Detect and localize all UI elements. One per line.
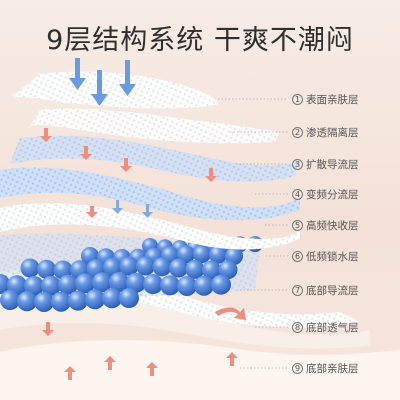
legend-label: 底部导流层 [306,284,359,297]
bead [17,291,37,312]
bead [37,259,56,279]
legend-label: 变频分流层 [306,188,359,201]
bead [193,245,211,264]
bead [24,275,44,296]
bead [211,274,231,295]
bead [20,258,40,278]
legend-number: 2 [292,126,303,138]
bead [75,273,95,294]
bead [136,256,155,276]
legend-number: 3 [292,158,303,170]
bead [68,290,88,311]
page-title: 9层结构系统 干爽不潮闷 [46,25,354,56]
legend-label: 扩散导流层 [306,158,359,171]
bead [119,256,139,276]
bead [202,260,221,280]
leader-lines [218,98,288,369]
bead [103,257,122,277]
pink-arrow-icons [40,128,246,380]
legend-number: 5 [292,219,303,231]
legend-label: 底部透气层 [306,321,359,334]
bead [92,272,112,293]
bead [160,275,180,296]
bead [152,257,172,277]
layer-3-sheet [10,135,300,182]
bead [109,272,129,293]
bead [218,260,238,280]
bead [209,245,227,264]
layer-1-sheet [10,71,220,109]
legend-label: 低频锁水层 [306,250,359,263]
bead [194,275,214,296]
layer-8-sheet [0,297,370,349]
legend-number: 8 [292,321,303,333]
layer-2-sheet [30,108,280,144]
layer-9-sheet [0,340,400,400]
bead [41,275,61,296]
bead [0,274,10,294]
bead [185,259,205,279]
bead [126,272,146,293]
legend-number: 9 [292,362,303,374]
bead [169,258,188,278]
bead [119,288,139,309]
legend-label: 高频快收层 [306,219,359,232]
bead [34,291,54,312]
bead [177,275,197,296]
legend-label: 底部亲肤层 [306,362,359,375]
legend-label: 渗透隔离层 [306,126,359,139]
legend-label: 表面亲肤层 [306,93,359,106]
layer-4-sheet [0,167,300,221]
bead [58,274,78,295]
layer-5-sheet [0,203,300,250]
bead [51,291,71,312]
bead [85,289,105,310]
bead [177,245,195,264]
legend-number: 6 [292,250,303,262]
legend-number: 4 [292,188,303,200]
blue-arrow-icons [69,58,153,218]
legend-number: 1 [292,93,303,105]
bead [102,288,122,309]
absorbent-beads [0,236,263,312]
bead [0,290,20,310]
bead [143,274,163,295]
legend-number: 7 [292,284,303,296]
